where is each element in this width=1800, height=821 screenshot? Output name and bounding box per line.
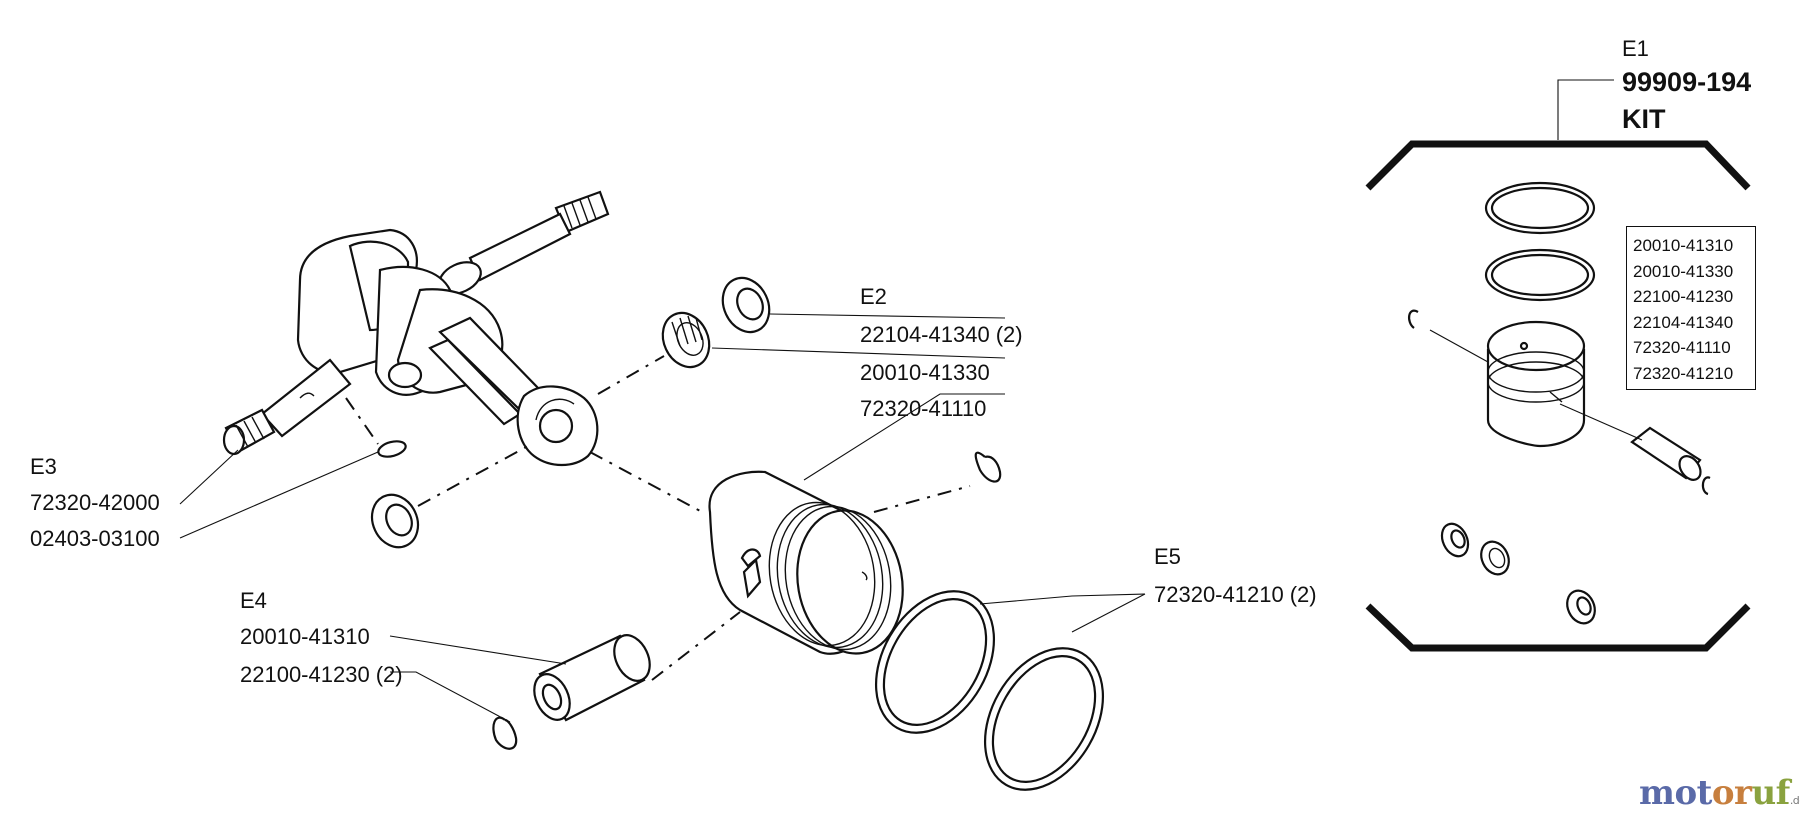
woodruff-key-icon <box>377 440 407 458</box>
watermark-tld: .de <box>1789 794 1800 807</box>
circlip-icon <box>492 716 518 750</box>
part-number: 22100-41230 <box>240 662 370 687</box>
kit-contents-item: 72320-41110 <box>1633 338 1731 357</box>
group-tag-e4: E4 <box>240 588 267 613</box>
group-tag-e3: E3 <box>30 454 57 479</box>
part-qty: (2) <box>995 322 1023 347</box>
connecting-rod-icon <box>428 316 599 467</box>
kit-contents-item: 72320-41210 <box>1633 363 1734 383</box>
circlip-icon <box>974 451 1002 483</box>
kit-circlip-icon <box>1408 309 1711 496</box>
kit-piston-icon <box>1486 320 1586 448</box>
piston-ring-icon <box>874 590 996 734</box>
part-number: 72320-41210 <box>1154 582 1284 607</box>
group-tag-e2: E2 <box>860 284 887 309</box>
watermark-text-1: mot <box>1639 773 1712 813</box>
part-qty: (2) <box>1289 582 1317 607</box>
kit-contents-list: 20010-41310 20010-41330 22100-41230 2210… <box>1626 226 1756 390</box>
part-label-e5-1: 72320-41210(2) <box>1154 584 1317 606</box>
kit-seal-icon <box>1440 522 1470 558</box>
kit-label: KIT <box>1622 104 1666 134</box>
shaft-seal-icon <box>370 493 420 549</box>
kit-bag-icon <box>1365 79 1751 652</box>
part-qty: (2) <box>375 662 403 687</box>
part-number: 20010-41310 <box>240 624 370 649</box>
kit-pin-icon <box>1630 426 1702 481</box>
part-number: 02403-03100 <box>30 526 160 551</box>
part-label-e3-2: 02403-03100 <box>30 528 160 550</box>
kit-contents-item: 22100-41230 <box>1633 287 1734 306</box>
part-label-e2-2: 20010-41330 <box>860 362 990 384</box>
part-label-e3-1: 72320-42000 <box>30 492 160 514</box>
part-label-e4-1: 20010-41310 <box>240 626 370 648</box>
kit-seal-icon <box>1566 589 1596 625</box>
part-number: 72320-41110 <box>860 396 987 421</box>
watermark-logo: motoruf.de <box>1639 773 1800 813</box>
part-label-e2-3: 72320-41110 <box>860 398 986 420</box>
leader-lines <box>179 313 1146 723</box>
kit-contents-item: 22104-41340 <box>1633 312 1734 332</box>
kit-bearing-icon <box>1480 540 1510 576</box>
group-tag-e5: E5 <box>1154 544 1181 569</box>
watermark-text-3: uf <box>1751 773 1790 813</box>
piston-icon <box>708 470 904 655</box>
needle-bearing-icon <box>661 311 711 369</box>
kit-ring-icon <box>1484 248 1596 302</box>
part-number: 20010-41330 <box>860 360 990 385</box>
shaft-seal-icon <box>721 276 771 334</box>
watermark-text-2: or <box>1711 773 1752 813</box>
kit-contents-item: 20010-41310 <box>1633 236 1734 255</box>
kit-contents-item: 20010-41330 <box>1633 261 1734 281</box>
piston-ring-icon <box>983 647 1105 791</box>
kit-ring-icon <box>1484 181 1596 235</box>
group-tag-e1: E1 <box>1622 36 1649 61</box>
part-label-e4-2: 22100-41230(2) <box>240 664 403 686</box>
part-number: 72320-42000 <box>30 490 160 515</box>
kit-part-number: 99909-194 <box>1622 67 1752 97</box>
part-number: 22104-41340 <box>860 322 990 347</box>
part-label-e2-1: 22104-41340(2) <box>860 324 1023 346</box>
piston-pin-icon <box>533 634 651 722</box>
